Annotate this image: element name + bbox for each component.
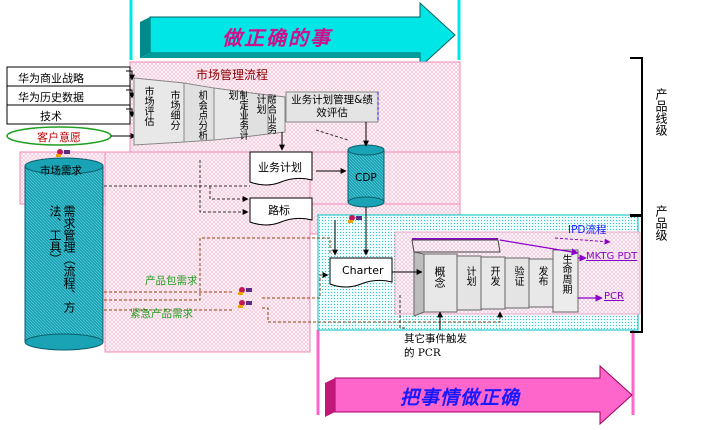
- ipd-phase-concept: 概念: [433, 266, 446, 288]
- funnel-step-1: 市场评估: [142, 86, 153, 126]
- level-product-line: 产品线级: [654, 88, 668, 136]
- market-funnel: [133, 77, 379, 146]
- market-demand: 市场需求: [40, 165, 82, 177]
- product-package-demand: 产品包需求: [145, 275, 198, 287]
- bottom-arrow-label: 把事情做正确: [400, 387, 521, 409]
- input-strategy: 华为商业战略: [18, 72, 84, 85]
- charter-doc: [329, 257, 393, 288]
- charter-label: Charter: [342, 264, 384, 277]
- biz-plan-mgmt: 业务计划管理&绩效评估: [291, 94, 373, 119]
- funnel-step-5: 融合业务计划: [254, 94, 276, 134]
- input-history: 华为历史数据: [18, 91, 84, 104]
- other-event-pcr: 其它事件触发的 PCR: [404, 333, 467, 359]
- input-tech: 技术: [40, 110, 62, 123]
- roadmap: 路标: [268, 204, 290, 217]
- top-arrow: [140, 1, 456, 69]
- level-product: 产品级: [654, 205, 668, 241]
- cdp-cylinder: [347, 144, 385, 208]
- pcr: PCR: [604, 291, 624, 302]
- bottom-arrow: [325, 364, 633, 426]
- funnel-step-3: 机会点分析: [196, 90, 207, 140]
- ipd-phase-dev: 开发: [488, 266, 499, 286]
- product-line-bracket: [630, 57, 643, 216]
- top-arrow-label: 做正确的事: [222, 26, 332, 50]
- ipd-phase-plan: 计划: [464, 266, 475, 286]
- funnel-step-2: 市场细分: [168, 90, 179, 130]
- ipd-phase-release: 发布: [536, 266, 547, 286]
- mktg-pdt: MKTG PDT: [586, 251, 638, 262]
- market-process-label: 市场管理流程: [196, 68, 269, 82]
- funnel-step-4: 制定业务计划: [226, 90, 248, 140]
- customer-intent: 客户意愿: [37, 131, 81, 144]
- ipd-phase-verify: 验证: [512, 266, 523, 286]
- biz-plan-doc: [249, 151, 313, 186]
- ipd-phase-lifecycle: 生命周期: [560, 254, 571, 294]
- demand-mgmt: 需求管理（流程、方法、工具）: [48, 205, 76, 313]
- inputs-frame: [6, 66, 131, 125]
- product-bracket: [630, 215, 643, 333]
- handoff-icon: [56, 149, 362, 308]
- roadmap-doc: [249, 197, 313, 226]
- ipd-phase-boxes: [423, 249, 579, 313]
- urgent-product-demand: 紧急产品需求: [130, 308, 193, 320]
- biz-plan: 业务计划: [258, 161, 302, 174]
- ipd-label: IPD流程: [568, 224, 607, 236]
- cdp-label: CDP: [355, 172, 377, 184]
- demand-mgmt-cylinder: [24, 157, 104, 351]
- left-pink-bg: [104, 151, 311, 353]
